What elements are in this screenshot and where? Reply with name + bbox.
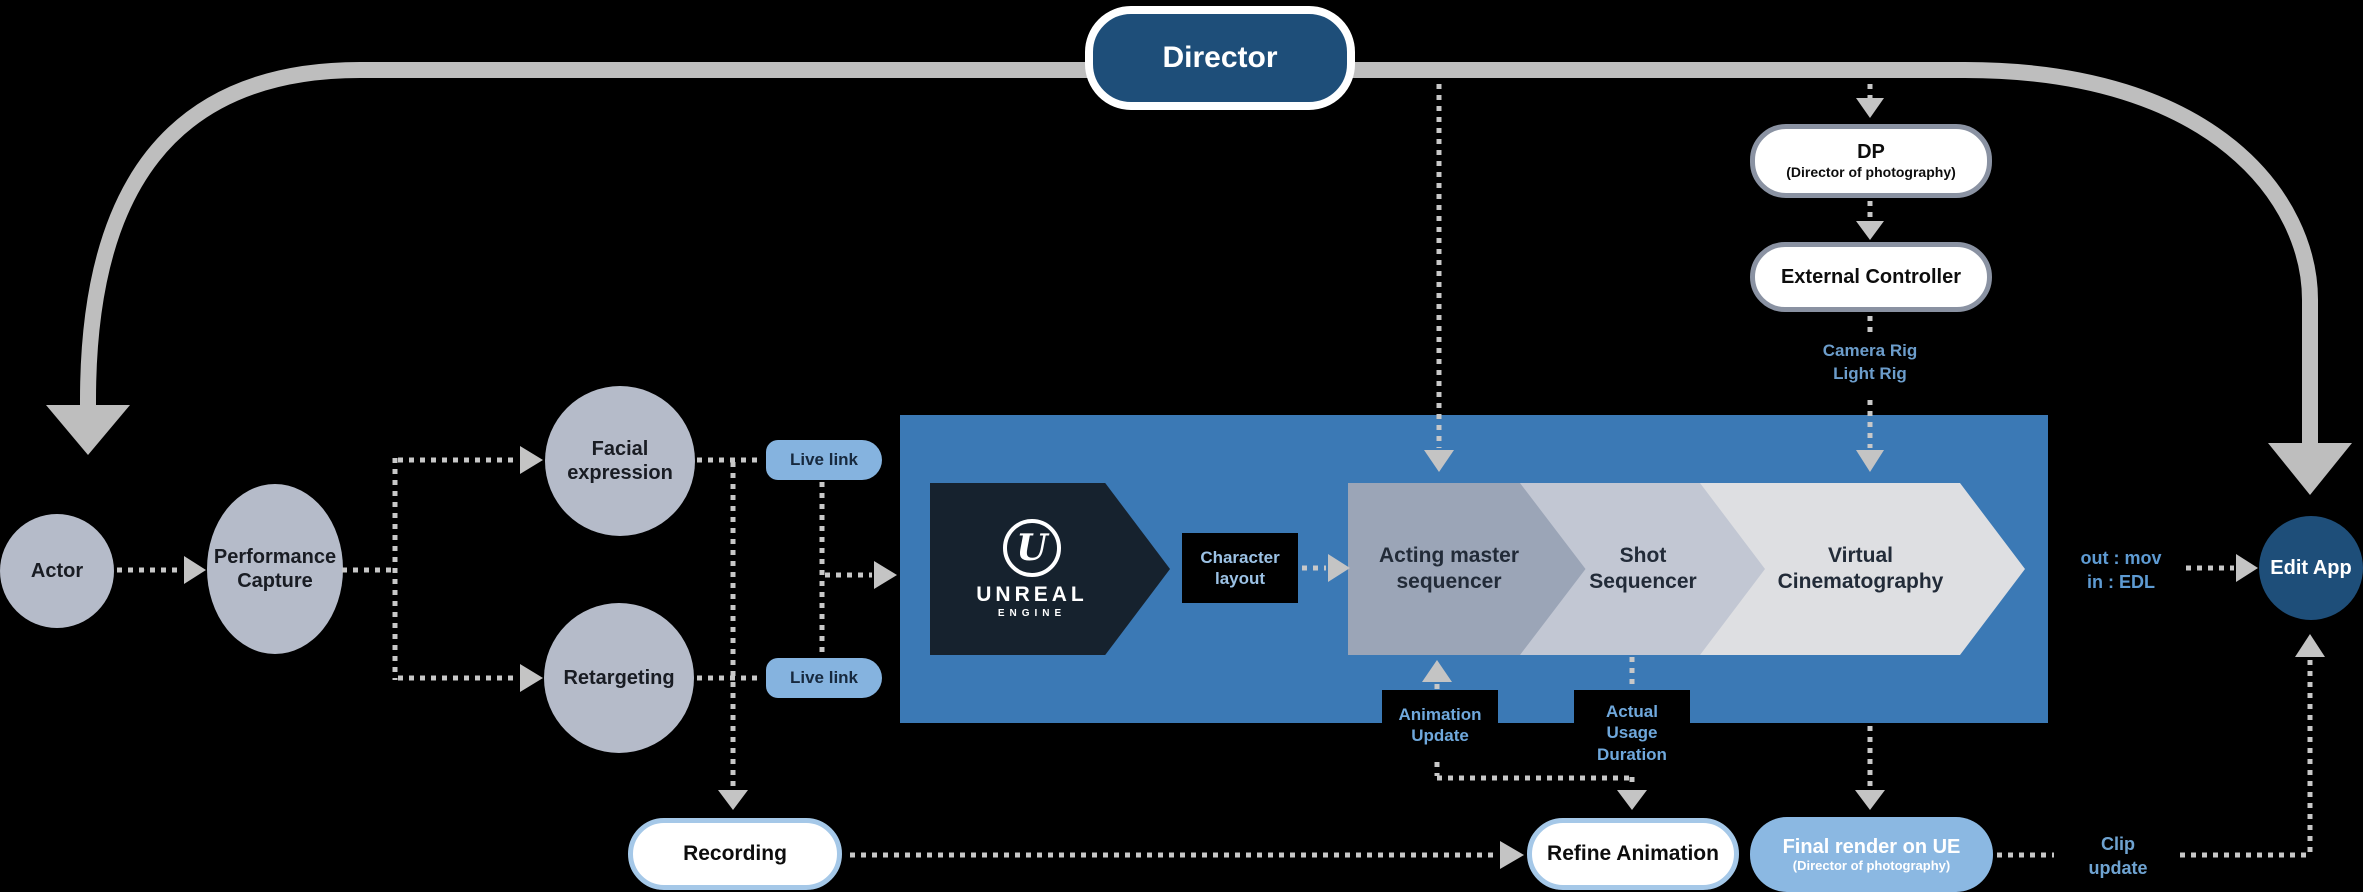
node-facial-expression: Facial expression	[545, 386, 695, 536]
node-character-layout: Character layout	[1182, 533, 1298, 603]
node-refine-animation: Refine Animation	[1527, 818, 1739, 890]
arrowhead-actor-perfcap	[184, 556, 206, 584]
retargeting-label: Retargeting	[563, 667, 675, 689]
arrowhead-to-external	[1856, 221, 1884, 240]
animation-update-label: Animation Update	[1398, 704, 1482, 745]
out-mov-in-edl-label: out : mov in : EDL	[2058, 546, 2184, 595]
node-performance-capture: Performance Capture	[207, 484, 343, 654]
arrowhead-outmov-editapp	[2236, 554, 2258, 582]
director-to-actor-arrowhead	[46, 405, 130, 455]
dp-title: DP	[1857, 141, 1885, 164]
live-link-bottom-label: Live link	[789, 668, 859, 687]
node-dp: DP (Director of photography)	[1750, 124, 1992, 198]
final-render-title: Final render on UE	[1782, 835, 1961, 858]
node-actor: Actor	[0, 514, 114, 628]
update-line: update	[2088, 858, 2148, 879]
in-edl-line: in : EDL	[2087, 572, 2155, 593]
arrowhead-to-dp	[1856, 98, 1884, 118]
camera-rig-line: Camera Rig	[1822, 341, 1918, 360]
director-label: Director	[1162, 40, 1278, 74]
arrowhead-to-facial	[520, 446, 543, 474]
clip-update-label: Clip update	[2058, 832, 2178, 881]
node-final-render: Final render on UE (Director of photogra…	[1750, 817, 1993, 892]
unreal-engine-logo-icon: U	[1003, 519, 1061, 577]
node-retargeting: Retargeting	[544, 603, 694, 753]
clip-line: Clip	[2101, 834, 2135, 854]
arrowhead-to-retargeting	[520, 664, 543, 692]
refine-animation-label: Refine Animation	[1547, 841, 1719, 865]
node-edit-app: Edit App	[2259, 516, 2363, 620]
arrowhead-to-recording	[718, 790, 748, 810]
node-animation-update: Animation Update	[1382, 690, 1498, 760]
arrowhead-recording-refine	[1500, 841, 1524, 869]
arrowhead-livelink-stage	[874, 561, 897, 589]
actual-usage-duration-label: Actual Usage Duration	[1597, 702, 1667, 764]
node-acting-master-sequencer: Acting master sequencer	[1348, 483, 1590, 655]
node-director: Director	[1085, 6, 1355, 110]
virtual-cinematography-label: Virtual Cinematography	[1777, 543, 1944, 593]
light-rig-line: Light Rig	[1833, 363, 1907, 383]
unreal-monogram: U	[1016, 527, 1048, 569]
camera-rig-light-rig-label: Camera Rig Light Rig	[1790, 340, 1950, 386]
out-mov-line: out : mov	[2080, 548, 2162, 568]
performance-capture-label: Performance Capture	[213, 546, 337, 592]
live-link-top-label: Live link	[789, 450, 859, 469]
recording-label: Recording	[683, 841, 787, 865]
node-actual-usage-duration: Actual Usage Duration	[1574, 690, 1690, 776]
node-recording: Recording	[628, 818, 842, 890]
acting-master-sequencer-label: Acting master sequencer	[1378, 543, 1520, 593]
character-layout-label: Character layout	[1200, 547, 1280, 588]
unreal-brand-text: UNREAL	[976, 583, 1088, 606]
director-to-editapp-arrowhead	[2268, 443, 2352, 495]
node-external-controller: External Controller	[1750, 242, 1992, 312]
shot-sequencer-label: Shot Sequencer	[1589, 543, 1697, 593]
arrowhead-to-finalrender	[1855, 790, 1885, 810]
arrowhead-clip-editapp	[2295, 634, 2325, 657]
dp-subtitle: (Director of photography)	[1786, 164, 1956, 181]
edit-app-label: Edit App	[2270, 557, 2352, 579]
unreal-engine-text: ENGINE	[997, 608, 1067, 619]
facial-expression-label: Facial expression	[567, 438, 673, 484]
arrowhead-to-refine	[1617, 790, 1647, 810]
final-render-subtitle: (Director of photography)	[1792, 857, 1951, 873]
external-controller-label: External Controller	[1780, 265, 1962, 288]
live-link-tag-bottom: Live link	[766, 658, 882, 698]
actor-label: Actor	[30, 560, 84, 582]
director-to-actor-arrow-line	[80, 62, 1088, 407]
live-link-tag-top: Live link	[766, 440, 882, 480]
